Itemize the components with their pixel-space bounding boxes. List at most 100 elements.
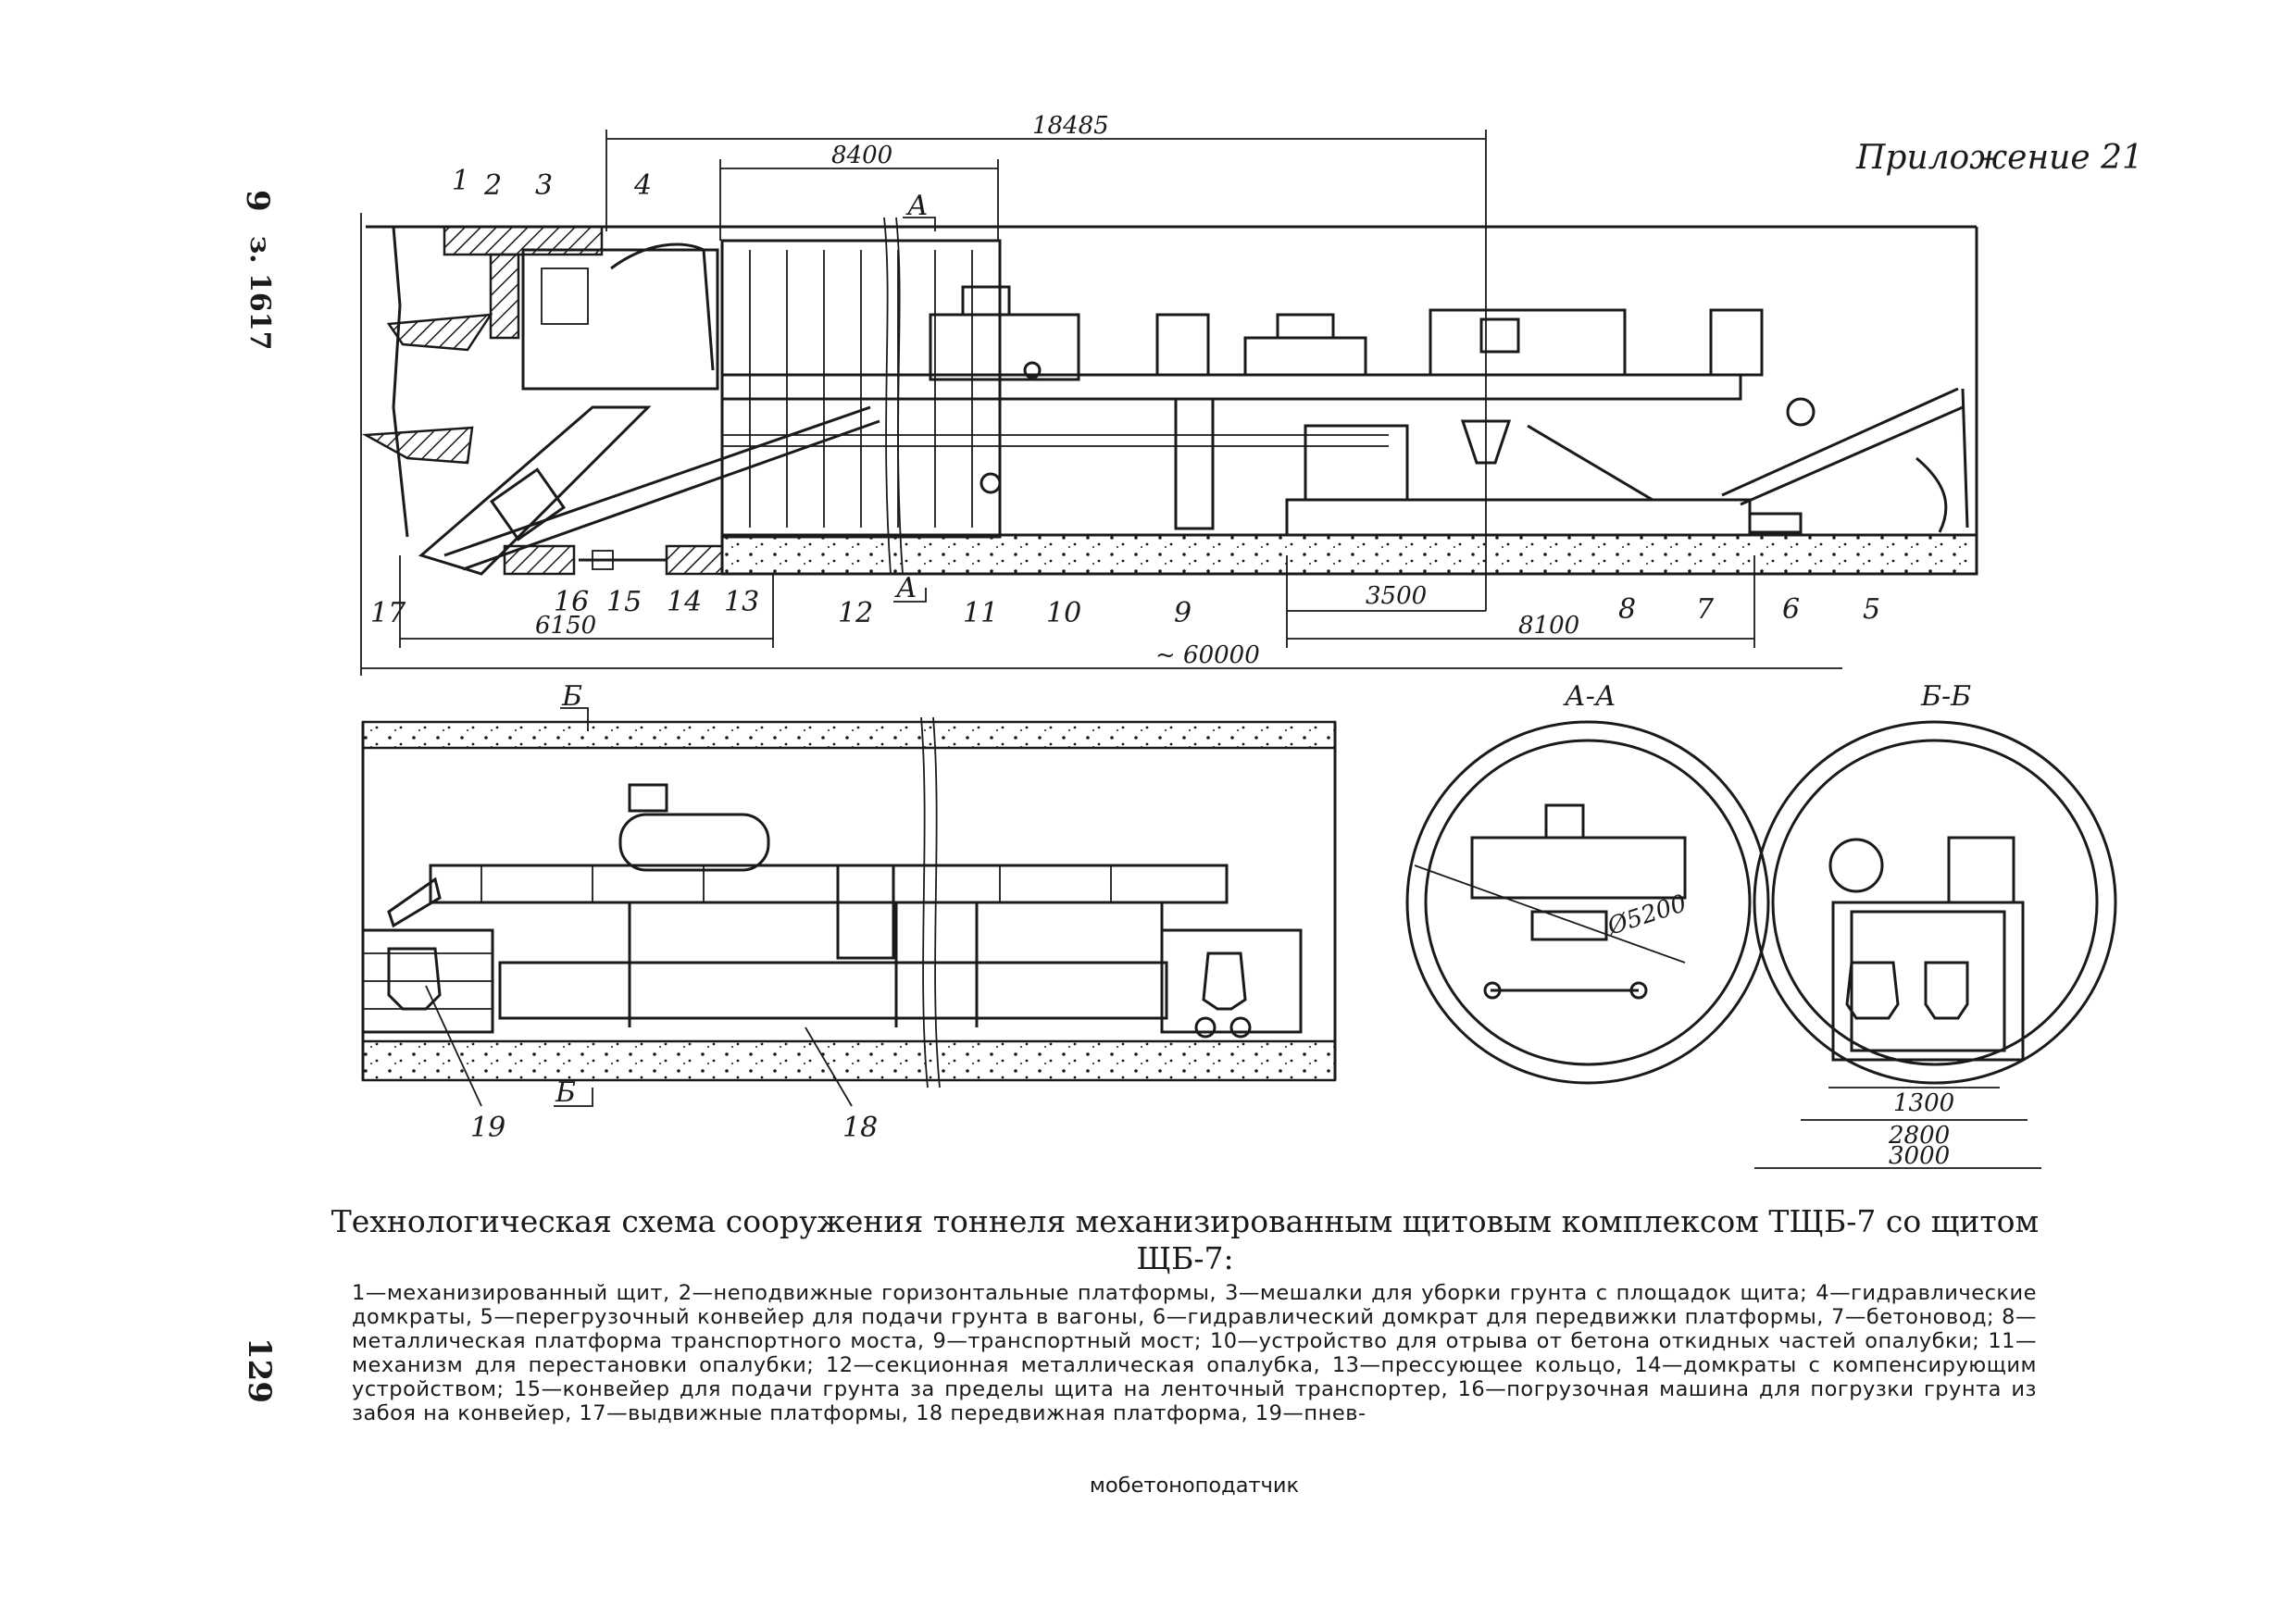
- main-callouts: 1 2 3 4 5 6 7 8 9 10 11 12 13 14 15 16 1…: [370, 165, 1880, 629]
- section-bb-outer-ring: [1753, 720, 2117, 1085]
- mechanism-top: [961, 285, 1011, 317]
- pressing-ring-13: [665, 544, 724, 576]
- bridge-column: [1174, 397, 1215, 530]
- break-line-a: [883, 217, 892, 575]
- hydraulic-hose: [610, 243, 715, 371]
- dim-shield-length: 6150: [535, 612, 596, 640]
- callout-9: 9: [1174, 597, 1192, 629]
- callout-11: 11: [963, 597, 998, 629]
- lower-floor-band: [361, 1039, 1337, 1082]
- platform-jack-6: [1748, 512, 1803, 534]
- shield-hatch-post: [489, 253, 520, 340]
- section-mark-a-top: [903, 217, 936, 231]
- section-bb-dim-2800: 2800: [1888, 1122, 1950, 1150]
- main-view: 18485 8400 6150 3500 8100 ~ 60000 А А 1 …: [360, 112, 1978, 676]
- section-aa-mechanism: [1530, 910, 1608, 941]
- section-bb-dim-1300: 1300: [1893, 1089, 1954, 1117]
- lower-view: Б Б 19 18: [361, 680, 1337, 1144]
- section-aa-inner-ring: [1424, 739, 1752, 1066]
- section-aa-diameter-line: [1414, 864, 1686, 964]
- callout-14: 14: [667, 586, 702, 618]
- callout-19: 19: [470, 1112, 505, 1144]
- callout-6: 6: [1782, 593, 1800, 626]
- ground-band: [720, 533, 1978, 576]
- callout-12: 12: [838, 597, 873, 629]
- dim-overall: 18485: [1032, 112, 1109, 140]
- section-bb-hopper: [1924, 961, 1969, 1020]
- callout-18: 18: [842, 1112, 878, 1144]
- mixer-3: [541, 267, 589, 325]
- material-stack-1: [1155, 313, 1210, 377]
- bridge-equipment-2: [1429, 308, 1627, 377]
- caption-title: Технологическая схема сооружения тоннеля…: [331, 1203, 2040, 1276]
- dim-platform-offset: 3500: [1366, 582, 1427, 610]
- bridge-platform-8: [1285, 498, 1752, 537]
- callout-4: 4: [633, 169, 652, 202]
- callout-3: 3: [535, 169, 553, 202]
- platform-block: [1304, 424, 1409, 502]
- callout-7: 7: [1696, 593, 1715, 626]
- section-mark-a-bottom: [893, 588, 927, 603]
- section-mark-a-top-label: А: [905, 190, 929, 222]
- concrete-hopper: [1460, 419, 1512, 465]
- mobile-platform-18-deck: [429, 864, 1229, 904]
- section-mark-b-bottom: [554, 1088, 593, 1107]
- section-aa-bridge: [1470, 836, 1687, 900]
- conveyor-drum: [1786, 397, 1816, 427]
- deck-ramp: [387, 877, 442, 928]
- dim-total-length: ~ 60000: [1155, 641, 1260, 669]
- transfer-conveyor-5: [1721, 387, 1959, 497]
- section-bb-title: Б-Б: [1920, 680, 1971, 713]
- concrete-pipeline-7-slope: [1527, 424, 1653, 502]
- platform-17-lower: [361, 426, 474, 465]
- callout-1: 1: [452, 165, 469, 197]
- callout-10: 10: [1046, 597, 1081, 629]
- section-aa: А-А Ø5200: [1405, 680, 1770, 1085]
- section-aa-outer-ring: [1405, 720, 1770, 1085]
- caption-legend-continuation: мобетоноподатчик: [1089, 1474, 1300, 1498]
- lower-frame: [498, 961, 1168, 1020]
- lower-hopper-right: [1202, 952, 1247, 1011]
- formwork-sections-12: [720, 239, 1002, 539]
- break-line-b: [895, 217, 904, 575]
- callout-16: 16: [554, 586, 589, 618]
- material-stack-2: [1709, 308, 1764, 377]
- pneumatic-feeder-19: [387, 947, 442, 1011]
- section-mark-a-bottom-label: А: [894, 572, 917, 604]
- section-mark-b-top-label: Б: [561, 680, 582, 713]
- caption-legend: 1—механизированный щит, 2—неподвижные го…: [352, 1281, 2037, 1425]
- lower-stack-right: [1160, 928, 1303, 1034]
- conveyor-motor: [489, 467, 567, 541]
- stripping-device-10: [980, 472, 1002, 494]
- callout-15: 15: [606, 586, 642, 618]
- section-aa-title: А-А: [1563, 680, 1616, 713]
- section-bb-dim-3000: 3000: [1889, 1142, 1950, 1170]
- callout-8: 8: [1618, 593, 1636, 626]
- section-mark-b-bottom-label: Б: [555, 1076, 576, 1109]
- section-mark-b-top: [560, 707, 589, 731]
- section-bb-tank: [1828, 838, 1884, 893]
- section-bb-frame: [1831, 901, 2025, 1062]
- shield-face: [392, 226, 409, 538]
- dim-platform-length: 8100: [1518, 612, 1579, 640]
- dim-shield-section: 8400: [831, 142, 892, 169]
- section-bb-stack: [1947, 836, 2015, 904]
- section-bb-inner-ring: [1771, 739, 2099, 1066]
- conveyor-15: [443, 405, 871, 557]
- bridge-equipment-1: [1243, 336, 1367, 377]
- callout-17: 17: [370, 597, 406, 629]
- section-bb-feeder: [1845, 961, 1900, 1020]
- air-tank: [618, 813, 770, 872]
- shield-body: [521, 248, 719, 391]
- platform-17-upper: [386, 313, 493, 352]
- formwork-mechanism-11: [929, 313, 1080, 381]
- appendix-label: Приложение 21: [1856, 139, 2143, 177]
- lower-crown-band: [361, 720, 1337, 750]
- jack-cylinder: [592, 550, 614, 570]
- tank-fitting: [628, 783, 668, 813]
- section-bb: Б-Б 1300 2800 3000: [1753, 680, 2117, 1170]
- center-block: [836, 864, 895, 960]
- conveyor-5-chute: [1915, 456, 1948, 533]
- loader-16: [418, 405, 652, 576]
